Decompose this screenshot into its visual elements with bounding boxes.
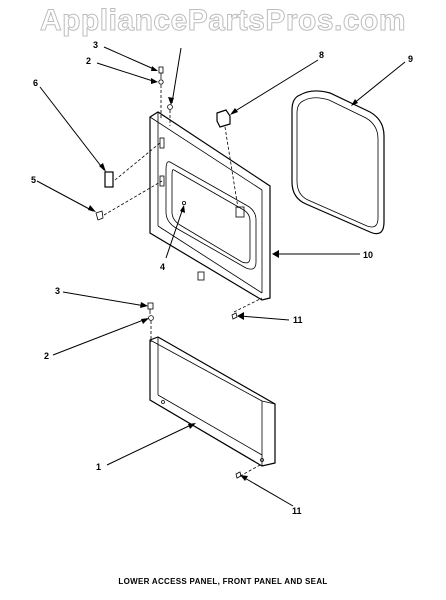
watermark: AppliancePartsPros.com [39, 4, 407, 38]
callout-11-mid: 11 [293, 315, 303, 325]
callout-2-mid: 2 [44, 351, 49, 361]
callout-10: 10 [363, 250, 373, 260]
hardware-top [95, 66, 231, 281]
callout-3-top: 3 [93, 40, 98, 50]
callout-2-top: 2 [86, 56, 91, 66]
front-panel [149, 111, 271, 301]
door-seal [291, 90, 385, 235]
callout-9: 9 [408, 54, 413, 64]
callout-1: 1 [96, 462, 101, 472]
callout-5: 5 [31, 175, 36, 185]
callout-4: 4 [160, 262, 165, 272]
callout-numbers: 3 2 8 9 6 5 4 10 3 11 2 1 11 [31, 40, 413, 516]
leader-lines [36, 46, 406, 507]
diagram-caption: LOWER ACCESS PANEL, FRONT PANEL AND SEAL [118, 577, 328, 586]
callout-6: 6 [33, 78, 38, 88]
callout-3-mid: 3 [55, 286, 60, 296]
assembly-lines-top [103, 85, 263, 313]
lower-access-panel [149, 336, 276, 467]
callout-8: 8 [319, 50, 324, 60]
callout-11-bot: 11 [292, 506, 302, 516]
